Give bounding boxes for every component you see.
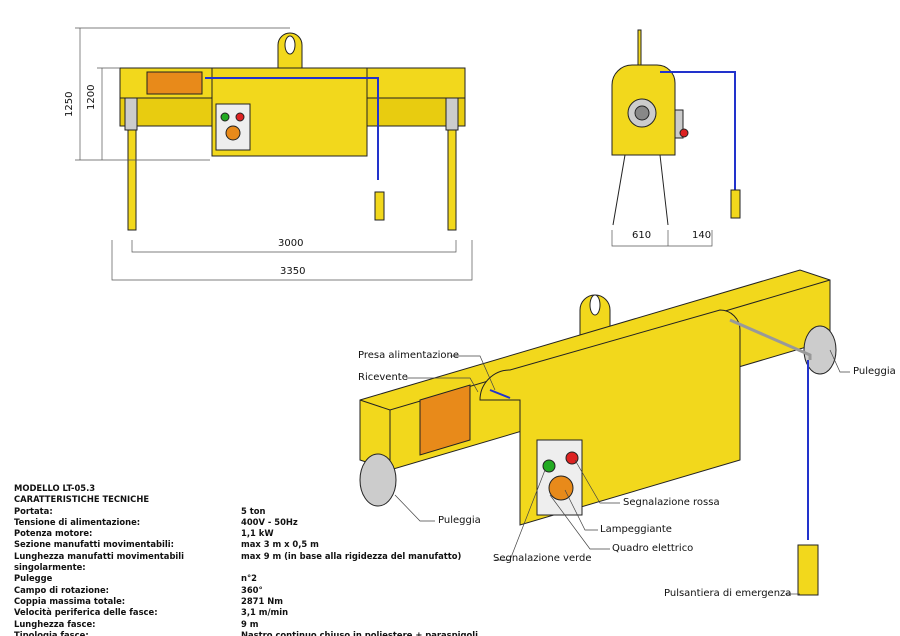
- spec-row: Tipologia fasce: Nastro continuo chiuso i…: [14, 630, 478, 636]
- spec-key: Sezione manufatti movimentabili:: [14, 539, 174, 550]
- label-lampeggiante: Lampeggiante: [600, 524, 672, 535]
- label-puleggia-right: Puleggia: [853, 366, 896, 377]
- label-pulsantiera: Pulsantiera di emergenza: [664, 588, 792, 599]
- spec-key: Portata:: [14, 505, 53, 516]
- label-puleggia-left: Puleggia: [438, 515, 481, 526]
- label-quadro-elettrico: Quadro elettrico: [612, 543, 694, 554]
- dim-3350: 3350: [280, 266, 306, 277]
- spec-value: n°2: [241, 573, 257, 584]
- spec-value: 360°: [241, 584, 263, 595]
- spec-value: 400V - 50Hz: [241, 516, 298, 527]
- spec-value: max 9 m (in base alla rigidezza del manu…: [241, 550, 462, 561]
- spec-value: 5 ton: [241, 505, 266, 516]
- dim-140: 140: [692, 230, 712, 241]
- dim-1250: 1250: [64, 91, 75, 117]
- spec-row: Potenza motore: 1,1 kW: [14, 528, 478, 539]
- spec-key: Pulegge: [14, 573, 53, 584]
- spec-key: Velocità periferica delle fasce:: [14, 607, 158, 618]
- spec-row: Lunghezza manufatti movimentabili singol…: [14, 551, 478, 574]
- side-view: [611, 29, 741, 226]
- spec-row: Tensione di alimentazione: 400V - 50Hz: [14, 517, 478, 528]
- spec-key: Lunghezza fasce:: [14, 618, 96, 629]
- label-presa-alimentazione: Presa alimentazione: [358, 350, 460, 361]
- spec-value: 1,1 kW: [241, 528, 274, 539]
- spec-row: Coppia massima totale: 2871 Nm: [14, 596, 478, 607]
- dim-3000: 3000: [278, 238, 304, 249]
- specs-heading: CARATTERISTICHE TECNICHE: [14, 494, 150, 505]
- spec-key: Campo di rotazione:: [14, 584, 109, 595]
- spec-value: max 3 m x 0,5 m: [241, 539, 319, 550]
- leader-lines: [394, 349, 850, 595]
- label-segnalazione-rossa: Segnalazione rossa: [623, 497, 720, 508]
- spec-key: Tensione di alimentazione:: [14, 516, 141, 527]
- spec-row: Velocità periferica delle fasce: 3,1 m/mi…: [14, 607, 478, 618]
- spec-row: Sezione manufatti movimentabili: max 3 m …: [14, 539, 478, 550]
- isometric-view: [359, 269, 837, 596]
- dim-610: 610: [632, 230, 652, 241]
- spec-value: 3,1 m/min: [241, 607, 289, 618]
- label-ricevente: Ricevente: [358, 372, 408, 383]
- spec-row: Portata: 5 ton: [14, 506, 478, 517]
- specs-table: MODELLO LT-05.3 CARATTERISTICHE TECNICHE…: [14, 483, 478, 636]
- dimension-lines: [75, 27, 713, 281]
- model-title: MODELLO LT-05.3: [14, 483, 96, 493]
- spec-key: Coppia massima totale:: [14, 595, 126, 606]
- spec-row: Pulegge n°2: [14, 573, 478, 584]
- spec-key: Lunghezza manufatti movimentabili singol…: [14, 550, 185, 573]
- spec-key: Potenza motore:: [14, 528, 93, 539]
- spec-value: 9 m: [241, 618, 259, 629]
- label-segnalazione-verde: Segnalazione verde: [493, 553, 592, 564]
- spec-row: Lunghezza fasce: 9 m: [14, 619, 478, 630]
- spec-row: Campo di rotazione: 360°: [14, 585, 478, 596]
- spec-value: Nastro continuo chiuso in poliestere + p…: [241, 629, 479, 636]
- spec-key: Tipologia fasce:: [14, 629, 89, 636]
- spec-value: 2871 Nm: [241, 595, 283, 606]
- front-view: [119, 32, 466, 231]
- dim-1200: 1200: [86, 84, 97, 110]
